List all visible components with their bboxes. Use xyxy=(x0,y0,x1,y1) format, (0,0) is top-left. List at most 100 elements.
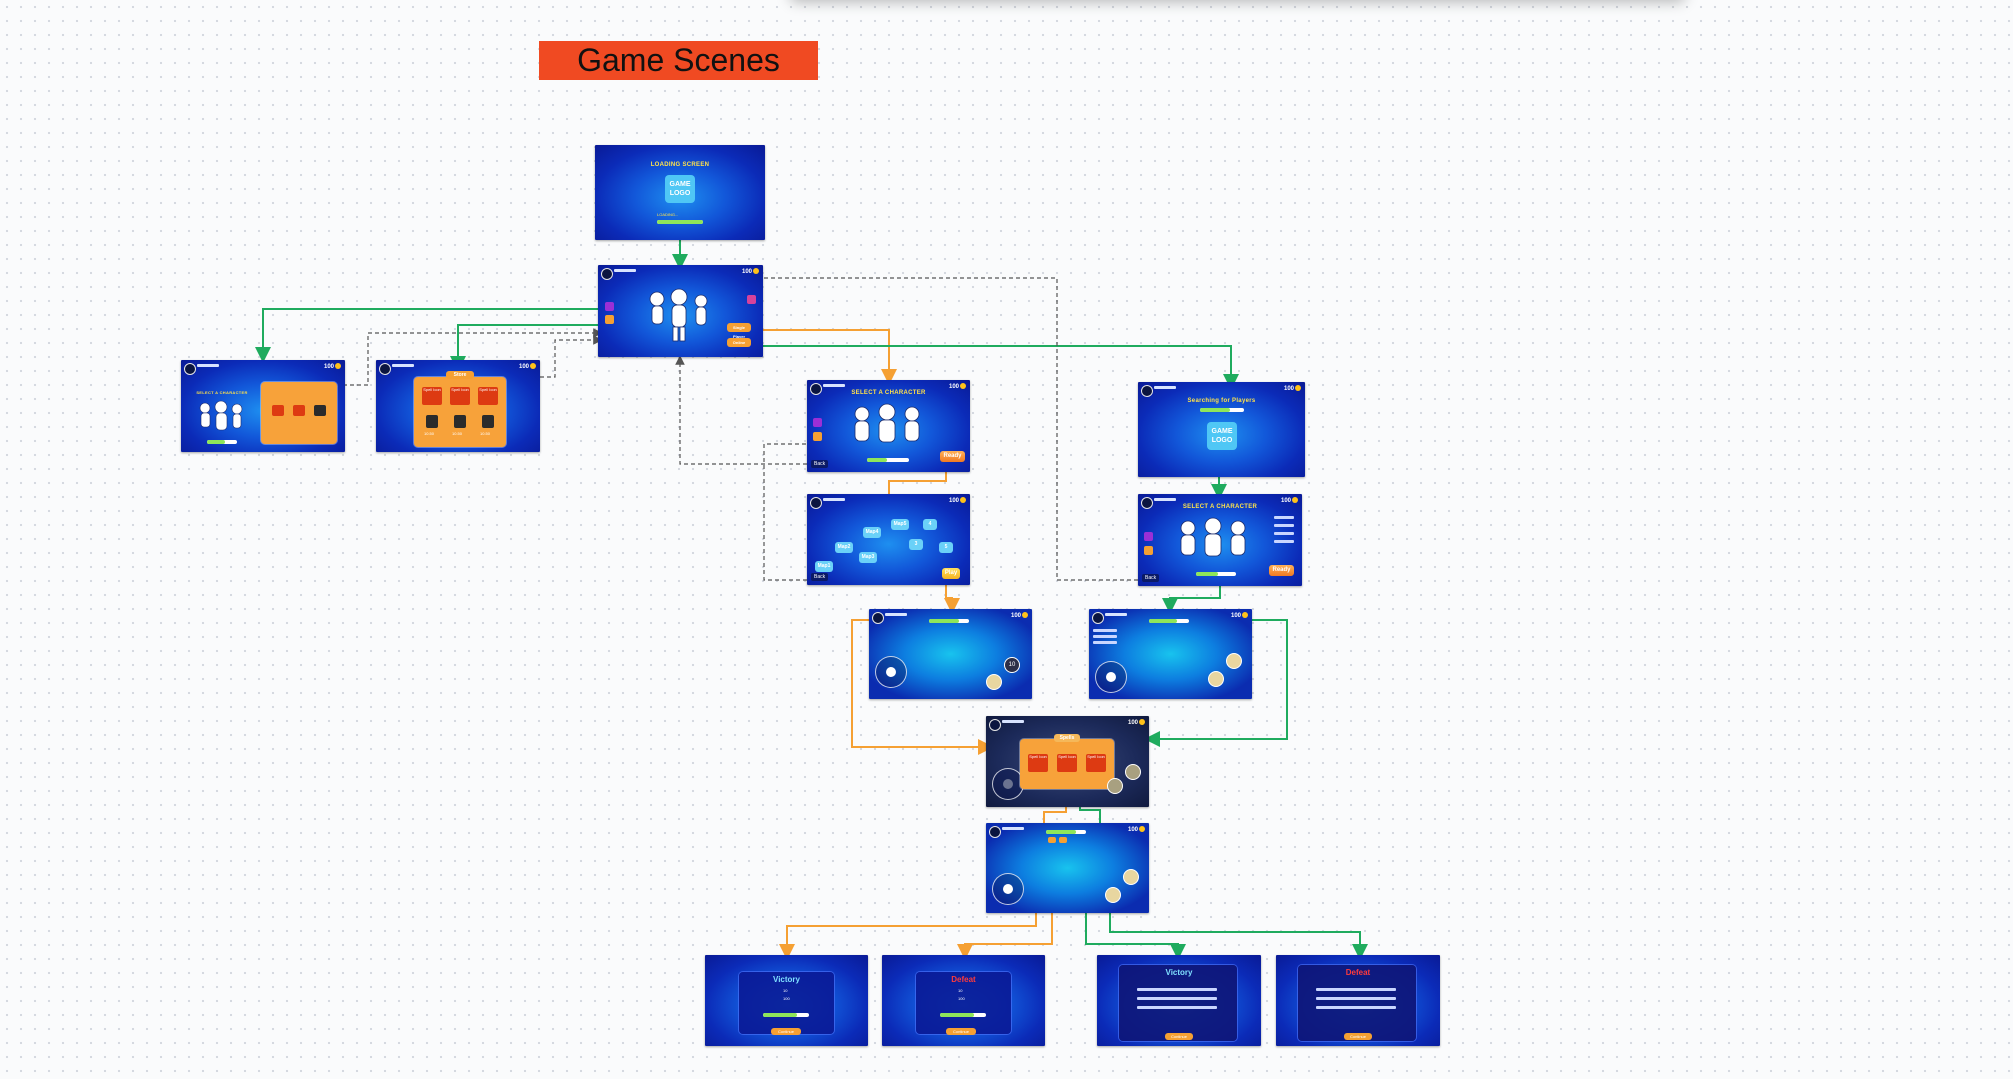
coin-counter: 100 xyxy=(1281,497,1298,504)
avatar xyxy=(810,383,822,395)
coin-counter: 100 xyxy=(1284,385,1301,392)
spell-item-1[interactable]: Spell Icon xyxy=(1028,754,1048,772)
coin-counter: 100 xyxy=(1011,612,1028,619)
select-character-single-screen: 100 SELECT A CHARACTER Ready Back xyxy=(807,380,970,472)
coin-counter: 100 xyxy=(742,268,759,275)
play-button[interactable]: Play xyxy=(942,568,960,579)
map-2-button[interactable]: Map2 xyxy=(835,542,853,553)
player-name xyxy=(1105,613,1127,616)
search-progress xyxy=(1200,408,1244,412)
avatar xyxy=(989,719,1001,731)
spell-item-2[interactable]: Spell Icon xyxy=(1057,754,1077,772)
joystick[interactable] xyxy=(992,873,1024,905)
spell-item-3[interactable]: Spell Icon xyxy=(478,387,498,405)
spell-button[interactable] xyxy=(1125,764,1141,780)
result-panel xyxy=(739,972,834,1034)
map-1-button[interactable]: Map1 xyxy=(815,561,833,572)
scoreboard-row xyxy=(1093,629,1117,632)
single-player-button[interactable]: Single Player xyxy=(727,323,751,339)
character-level-bar xyxy=(1196,572,1236,576)
avatar xyxy=(1092,612,1104,624)
select-character-online-screen: 100 SELECT A CHARACTER Ready Back xyxy=(1138,494,1302,586)
spell-item-3[interactable]: Spell Icon xyxy=(1086,754,1106,772)
player-name xyxy=(1002,827,1024,830)
lobby-screen: 100 Single Player Online xyxy=(598,265,763,357)
map-6-button[interactable]: 3 xyxy=(909,539,923,550)
gameplay-online-screen: 100 xyxy=(1089,609,1252,699)
kill-count: 10 xyxy=(958,988,963,993)
character-level-bar xyxy=(867,458,909,462)
avatar[interactable] xyxy=(601,268,613,280)
result-panel xyxy=(1298,965,1416,1041)
attack-button[interactable] xyxy=(986,674,1002,690)
avatar xyxy=(810,497,822,509)
edge-merged-to-defeat-single xyxy=(957,913,1053,960)
searching-players-screen: 100 Searching for Players GAME LOGO xyxy=(1138,382,1305,477)
back-button[interactable]: Back xyxy=(811,460,829,468)
map-3-button[interactable]: Map3 xyxy=(859,552,877,563)
price-2: 10.50 xyxy=(452,431,463,436)
spell-item-2[interactable]: Spell Icon xyxy=(450,387,470,405)
player-list-row xyxy=(1274,532,1294,535)
defeat-title: Defeat xyxy=(951,975,976,984)
coin-counter: 100 xyxy=(949,497,966,504)
avatar xyxy=(872,612,884,624)
continue-button[interactable]: Continue xyxy=(771,1028,801,1035)
map-8-button[interactable]: 5 xyxy=(939,542,953,553)
edge-gameplay-single-to-spells xyxy=(851,619,994,755)
back-button[interactable]: Back xyxy=(811,573,829,581)
loading-heading: LOADING SCREEN xyxy=(650,162,710,168)
attack-button[interactable] xyxy=(1107,778,1123,794)
price-3: 10.50 xyxy=(480,431,491,436)
spell-button[interactable] xyxy=(1226,653,1242,669)
kill-count: 10 xyxy=(783,988,788,993)
avatar xyxy=(989,826,1001,838)
ranking-row xyxy=(1137,997,1217,1000)
characters-button[interactable] xyxy=(813,418,822,427)
spell-item-1[interactable]: Spell Icon xyxy=(422,387,442,405)
store-button[interactable] xyxy=(1144,546,1153,555)
settings-button[interactable] xyxy=(747,295,756,304)
joystick[interactable] xyxy=(875,656,907,688)
map-5-button[interactable]: Map5 xyxy=(891,519,909,530)
ranking-row xyxy=(1137,988,1217,991)
characters-button[interactable] xyxy=(605,302,614,311)
coin-reward: 100 xyxy=(783,996,790,1001)
characters-button[interactable] xyxy=(1144,532,1153,541)
spell-button[interactable] xyxy=(1123,869,1139,885)
loading-status: LOADING... xyxy=(657,212,679,217)
map-7-button[interactable]: 4 xyxy=(923,519,937,530)
map-4-button[interactable]: Map4 xyxy=(863,527,881,538)
attack-button[interactable] xyxy=(1208,671,1224,687)
ready-button[interactable]: Ready xyxy=(1269,565,1294,576)
continue-button[interactable]: Continue xyxy=(946,1028,976,1035)
lock-icon xyxy=(314,405,326,416)
select-character-heading: SELECT A CHARACTER xyxy=(196,390,248,395)
tab-spells[interactable]: Spells xyxy=(1054,734,1080,742)
continue-button[interactable]: Continue xyxy=(1344,1033,1372,1040)
edge-gameplay-online-to-spells xyxy=(1144,619,1288,747)
player-name xyxy=(197,364,219,367)
player-name xyxy=(1154,386,1176,389)
coin-counter: 100 xyxy=(1128,826,1145,833)
ready-button[interactable]: Ready xyxy=(940,451,965,462)
victory-title: Victory xyxy=(773,975,800,984)
searching-heading: Searching for Players xyxy=(1187,398,1256,404)
inventory-item[interactable] xyxy=(272,405,284,416)
active-spell-slot[interactable] xyxy=(1048,837,1056,843)
inventory-item[interactable] xyxy=(293,405,305,416)
edge-inventory-back xyxy=(343,328,603,386)
active-spell-slot[interactable] xyxy=(1059,837,1067,843)
continue-button[interactable]: Continue xyxy=(1165,1033,1193,1040)
store-button[interactable] xyxy=(605,315,614,324)
store-button[interactable] xyxy=(813,432,822,441)
select-character-heading: SELECT A CHARACTER xyxy=(851,390,926,396)
online-button[interactable]: Online xyxy=(727,338,751,347)
edge-map-back xyxy=(763,443,807,581)
tab-store[interactable]: Store xyxy=(446,371,474,379)
ranking-row xyxy=(1316,988,1396,991)
joystick[interactable] xyxy=(1095,661,1127,693)
attack-button[interactable] xyxy=(1105,887,1121,903)
select-character-heading: SELECT A CHARACTER xyxy=(1182,504,1258,510)
back-button[interactable]: Back xyxy=(1142,574,1160,582)
